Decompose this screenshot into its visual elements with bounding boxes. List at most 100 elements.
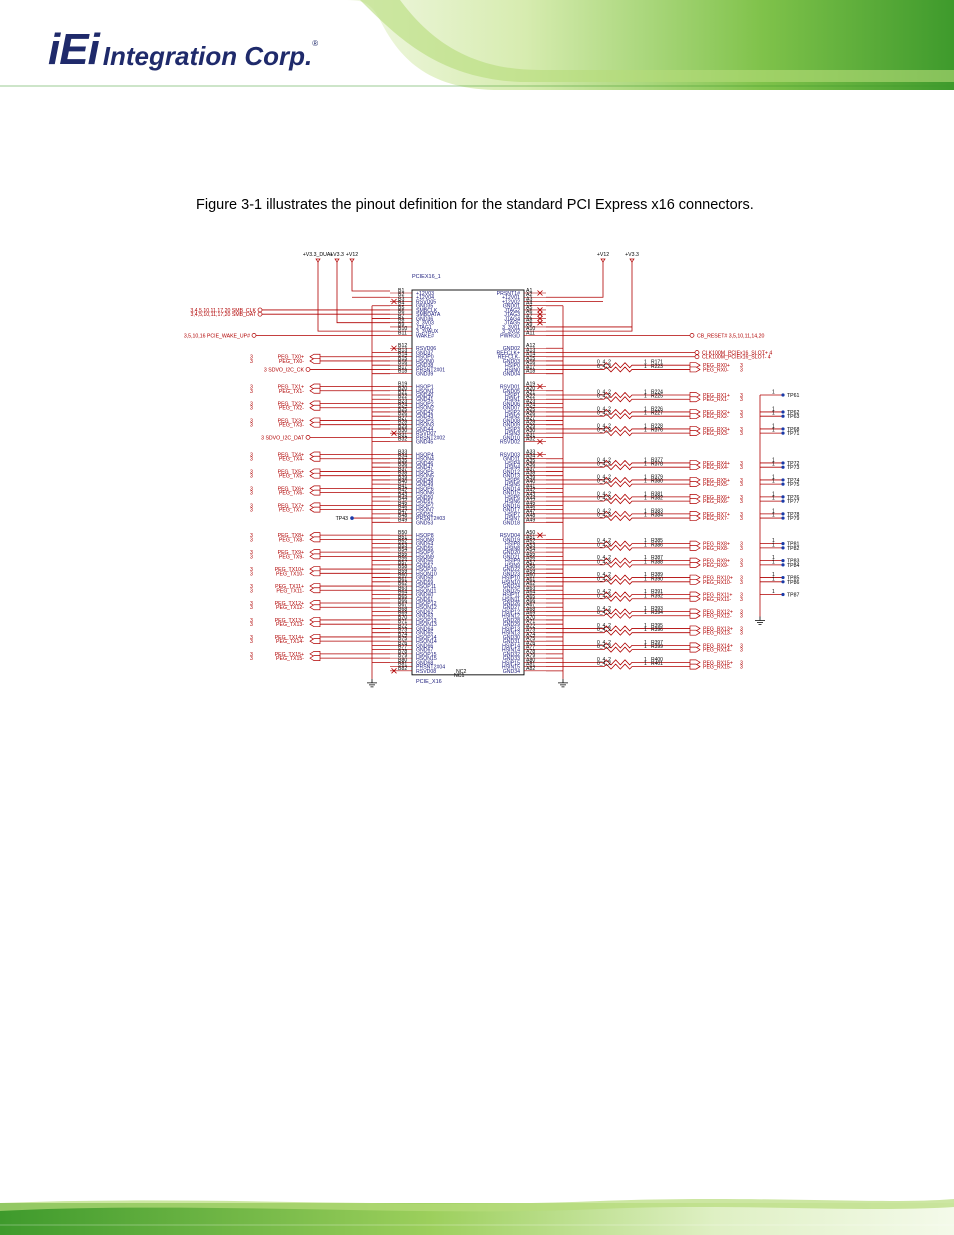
pin-number-a: A21	[526, 390, 535, 396]
pin-name-a: GND11	[503, 457, 520, 463]
pin-number-b: B1	[398, 288, 404, 294]
pin-number-b: B75	[398, 636, 407, 642]
rx-port	[689, 561, 701, 568]
resistor-value-label: 0_4_2	[597, 462, 611, 468]
power-v12-left-symbol	[349, 258, 355, 263]
pin-number-b: B3	[398, 296, 404, 302]
rx-port	[689, 595, 701, 602]
rx-resistor	[596, 625, 640, 632]
resistor-value-label: 0_4_2	[597, 661, 611, 667]
net-port-right	[694, 350, 700, 355]
pin-number-b: B37	[398, 466, 407, 472]
rx-net-label: PEG_RX1+	[703, 393, 730, 399]
pin-number-a: A3	[526, 296, 532, 302]
pin-name-b: HSON12	[416, 605, 437, 611]
resistor-ref-label: R393	[651, 606, 663, 612]
resistor-ref-label: R394	[651, 610, 663, 616]
net-port-left	[309, 506, 321, 513]
pin-number-b: B45	[398, 500, 407, 506]
rx-port	[689, 464, 701, 471]
power-v33-right-label: +V3.3	[625, 252, 639, 258]
pin-number-a: A24	[526, 403, 535, 409]
net-sheet-ref-left: 3	[250, 355, 253, 361]
net-label-left: 3 SDVO_I2C_CK	[264, 367, 305, 373]
rx-net-label: PEG_RX3-	[703, 431, 729, 437]
pin-name-b: HSON4	[416, 457, 434, 463]
testpoint-pin-label: 1	[772, 479, 775, 485]
pin-number-a: A77	[526, 645, 535, 651]
pin-name-b: GND41	[416, 397, 433, 403]
net-sheet-ref-left: 3	[250, 618, 253, 624]
pin-name-b: SMBCLK	[416, 308, 438, 314]
rx-port	[689, 578, 701, 585]
pin-number-a: A28	[526, 420, 535, 426]
pin-number-b: B40	[398, 479, 407, 485]
rx-sheet-ref: 3	[740, 393, 743, 399]
pin-number-a: A61	[526, 577, 535, 583]
pin-number-a: A40	[526, 479, 535, 485]
pin-name-b: HSOP7	[416, 503, 434, 509]
resistor-ref-label: R386	[651, 542, 663, 548]
resistor-ref-label: R381	[651, 491, 663, 497]
net-sheet-ref-left: 3	[250, 474, 253, 480]
power-v33-left-label: +V3.3	[330, 252, 344, 258]
rx-port	[689, 498, 701, 504]
resistor-ref-label: R171	[651, 360, 663, 366]
resistor-pin-label: 1	[644, 610, 647, 616]
pin-name-a: GND29	[503, 622, 520, 628]
net-port-left	[257, 307, 263, 313]
resistor-ref-label: R223	[651, 364, 663, 370]
testpoint-pin-label: 1	[772, 491, 775, 497]
net-sheet-ref-left: 3	[250, 423, 253, 429]
resistor-value-label: 0_4_2	[597, 428, 611, 434]
rx-sheet-ref: 3	[740, 512, 743, 518]
net-label-left: PEG_TX2-	[279, 406, 304, 412]
pin-number-b: B11	[398, 330, 407, 336]
net-label-right: CLK100M_PCIEx16_SLOT- 4	[702, 355, 771, 361]
pin-name-a: GND23	[503, 571, 520, 577]
rx-sheet-ref: 3	[740, 593, 743, 599]
net-sheet-ref-left: 3	[250, 601, 253, 607]
rx-net-label: PEG_RX5+	[703, 478, 730, 484]
pin-number-a: A1	[526, 288, 532, 294]
wire-v12-b1	[351, 262, 390, 292]
net-label-left: PEG_TX14-	[276, 639, 304, 645]
pin-number-b: B13	[398, 347, 407, 353]
pin-number-a: A34	[526, 454, 535, 460]
pin-number-b: B58	[398, 564, 407, 570]
pin-number-a: A42	[526, 488, 535, 494]
rx-net-label: PEG_RX8-	[703, 546, 729, 552]
testpoint-label-right: TP63	[787, 414, 800, 420]
pin-name-a: HSIN0	[505, 367, 520, 373]
resistor-value-label: 0_4_2	[597, 623, 611, 629]
net-label-left: PEG_TX4+	[278, 452, 304, 458]
pin-number-b: B78	[398, 649, 407, 655]
pin-number-a: A14	[526, 352, 535, 358]
net-label-left: PEG_TX4-	[279, 457, 304, 463]
pin-number-a: A44	[526, 496, 535, 502]
rx-resistor	[596, 514, 640, 522]
pin-name-a: GND04	[503, 372, 520, 378]
rx-net-label: PEG_RX7-	[703, 516, 729, 522]
pin-number-a: A43	[526, 492, 535, 498]
net-sheet-ref-left: 3	[250, 588, 253, 594]
rx-sheet-ref: 3	[740, 363, 743, 369]
net-sheet-ref-left: 3	[250, 385, 253, 391]
net-port-left	[309, 553, 321, 560]
pin-name-a: GND32	[503, 652, 520, 658]
testpoint-dot-right	[781, 559, 785, 563]
resistor-pin-label: 1	[644, 623, 647, 629]
pin-name-b: GND36	[416, 316, 433, 322]
pin-number-b: B54	[398, 547, 407, 553]
testpoint-ground-symbol	[755, 616, 765, 625]
pin-name-a: PRSNT1#	[497, 291, 520, 297]
pin-name-a: HSIN14	[502, 648, 520, 654]
pin-name-b: HSOP1	[416, 385, 434, 391]
pin-number-a: A70	[526, 615, 535, 621]
pin-name-b: +12V03	[416, 291, 434, 297]
pin-number-b: B39	[398, 475, 407, 481]
pin-number-a: A38	[526, 471, 535, 477]
company-logo: iEi Integration Corp. ®	[48, 28, 318, 72]
pin-name-b: GND51	[416, 499, 433, 505]
pin-name-a: HSIN9	[505, 563, 520, 569]
